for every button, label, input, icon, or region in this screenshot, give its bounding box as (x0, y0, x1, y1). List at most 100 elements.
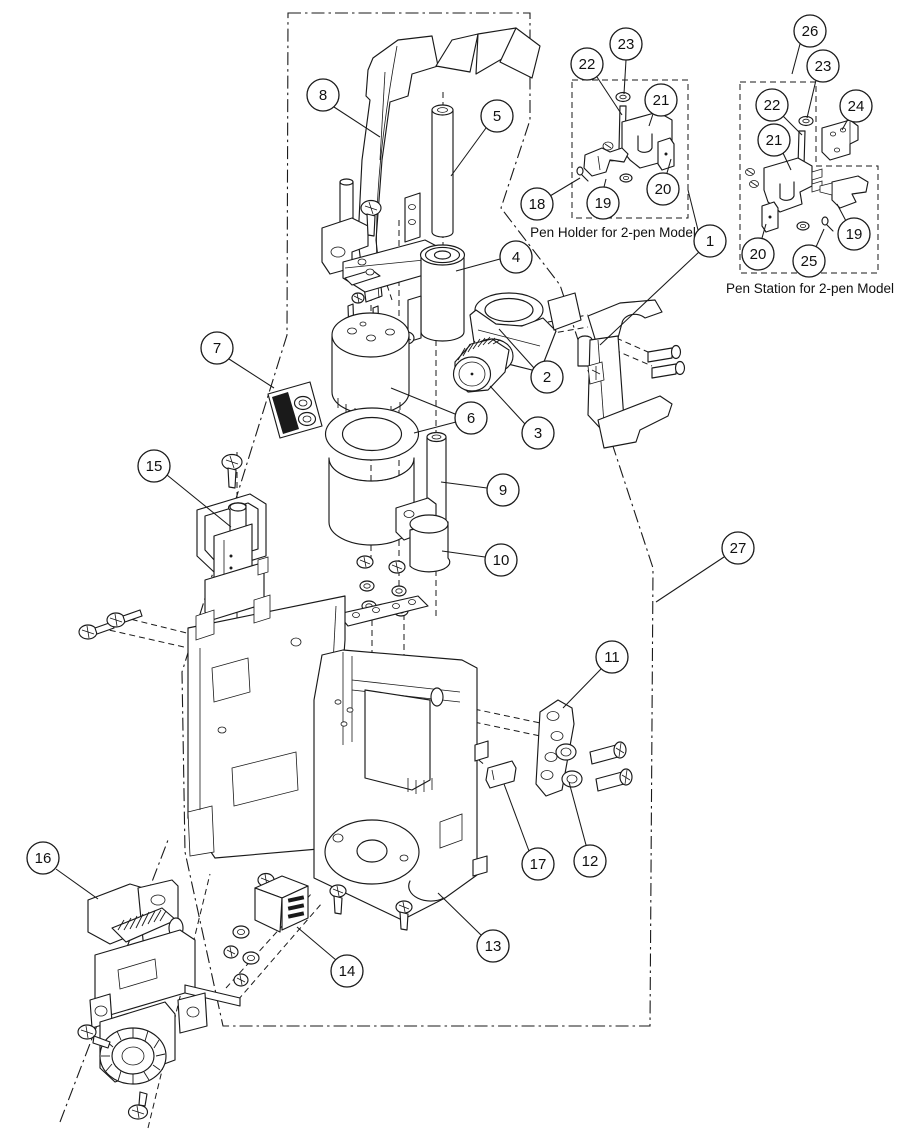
drum-pulley-6 (331, 303, 410, 418)
callout-21: 21 (757, 123, 792, 171)
callout-23: 23 (609, 27, 643, 95)
callout-8: 8 (306, 78, 381, 138)
knurled-knob-3 (452, 336, 514, 393)
callout-leader (562, 668, 602, 709)
callout-balloon (476, 929, 510, 963)
callout-number: 16 (35, 850, 52, 867)
callout-number: 2 (543, 369, 551, 386)
callout-leader (791, 43, 801, 75)
callout-22: 22 (755, 88, 803, 136)
callout-balloon (484, 543, 518, 577)
drum-ring-6 (324, 407, 420, 461)
callout-number: 15 (146, 458, 163, 475)
callout-number: 21 (766, 132, 783, 149)
callout-leader (333, 106, 381, 138)
callout-balloon (330, 954, 364, 988)
callout-balloon (837, 217, 871, 251)
callout-number: 11 (604, 649, 620, 666)
callout-number: 21 (653, 92, 670, 109)
callout-leader (455, 258, 501, 272)
callout-number: 23 (815, 58, 832, 75)
callout-number: 6 (467, 410, 475, 427)
guide-rod-5 (431, 104, 454, 238)
callout-leader (489, 385, 526, 425)
callout-leader (568, 781, 587, 846)
main-frame-13 (313, 649, 489, 921)
callout-leader (596, 76, 623, 116)
callout-1: 1 (599, 189, 727, 346)
callout-balloon (573, 844, 607, 878)
callout-balloon (480, 99, 514, 133)
callout-balloon (137, 449, 171, 483)
screw-top (360, 199, 382, 237)
callout-21: 21 (644, 83, 678, 127)
callout-number: 24 (848, 98, 865, 115)
callout-number: 14 (339, 963, 356, 980)
callout-16: 16 (26, 841, 99, 900)
callout-number: 17 (530, 856, 547, 873)
callout-number: 19 (846, 226, 863, 243)
spacer-17 (485, 760, 517, 789)
callout-25: 25 (792, 228, 826, 278)
terminal-strip (337, 595, 429, 627)
callout-leader (441, 550, 486, 558)
callout-5: 5 (450, 99, 514, 177)
callout-balloon (486, 473, 520, 507)
callout-balloon (839, 89, 873, 123)
callout-leader (648, 113, 654, 127)
callout-leader (806, 79, 817, 119)
drum-cup-6 (328, 457, 415, 546)
callout-3: 3 (489, 385, 555, 450)
washer-link-chain (344, 258, 381, 304)
callout-number: 20 (655, 181, 672, 198)
callout-9: 9 (440, 473, 520, 507)
callout-balloon (721, 531, 755, 565)
callout-leader (549, 177, 581, 197)
callout-leader (666, 158, 672, 174)
callout-leader (296, 926, 337, 961)
callout-15: 15 (137, 449, 232, 528)
callout-leader (655, 556, 725, 603)
callout-14: 14 (296, 926, 364, 988)
side-plate-left (187, 594, 346, 859)
callout-balloon (755, 88, 789, 122)
callout-4: 4 (455, 240, 533, 274)
grommet-plate-7 (267, 381, 323, 439)
callout-10: 10 (441, 543, 518, 577)
callout-balloon (792, 244, 826, 278)
callout-number: 9 (499, 482, 507, 499)
callout-19: 19 (836, 203, 871, 251)
callout-18: 18 (520, 177, 581, 221)
pen-station-caption: Pen Station for 2-pen Model (726, 281, 894, 296)
callout-number: 25 (801, 253, 818, 270)
callout-23: 23 (806, 49, 840, 119)
callout-balloon (644, 83, 678, 117)
washers-screws-12 (555, 741, 633, 792)
damper-10 (395, 497, 451, 573)
callout-number: 1 (706, 233, 714, 250)
callout-leader (782, 115, 803, 136)
callout-leader (503, 783, 530, 852)
callout-20: 20 (741, 223, 775, 271)
callout-17: 17 (503, 783, 555, 881)
callout-27: 27 (655, 531, 755, 603)
callout-11: 11 (562, 640, 629, 709)
callout-24: 24 (839, 89, 873, 131)
callout-number: 7 (213, 340, 221, 357)
callout-number: 22 (579, 56, 596, 73)
callout-leader (761, 223, 767, 239)
callout-balloon (499, 240, 533, 274)
callout-leader (55, 868, 99, 900)
pen-station-parts (745, 115, 869, 233)
callout-20: 20 (646, 158, 680, 206)
bracket-11 (535, 699, 575, 797)
callout-balloon (793, 14, 827, 48)
arm-top-flag (435, 27, 541, 79)
callout-12: 12 (568, 781, 607, 878)
callout-number: 18 (529, 196, 546, 213)
pinch-roller-16 (77, 879, 241, 1120)
callout-leader (437, 892, 482, 936)
callout-number: 4 (512, 249, 520, 266)
